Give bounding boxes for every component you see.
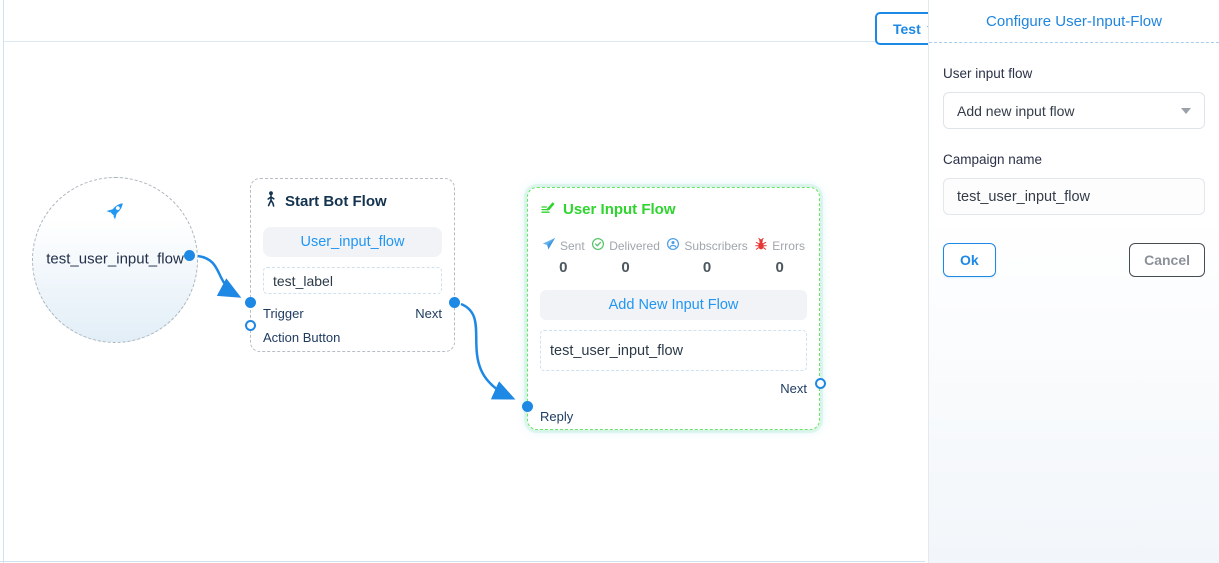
panel-separator <box>929 42 1219 43</box>
trigger-port-label: Trigger <box>263 306 304 321</box>
action-button-port-label: Action Button <box>263 330 341 345</box>
reply-in-port[interactable] <box>522 401 533 412</box>
person-circle-icon <box>666 237 680 254</box>
stat-sent: Sent 0 <box>542 237 585 276</box>
stat-errors: Errors 0 <box>754 237 805 276</box>
campaign-name-field-label: Campaign name <box>943 152 1043 167</box>
stat-sent-value: 0 <box>559 259 568 276</box>
rocket-icon <box>100 196 130 231</box>
trigger-campaign-label: test_user_input_flow <box>46 250 184 268</box>
start-bot-flow-title: Start Bot Flow <box>285 193 387 210</box>
stat-subscribers: Subscribers 0 <box>666 237 748 276</box>
stats-row: Sent 0 Delivered 0 <box>540 237 807 276</box>
next-port-label: Next <box>415 306 442 321</box>
edge-next-reply-arrow <box>460 302 516 400</box>
stat-delivered-value: 0 <box>621 259 630 276</box>
paper-plane-icon <box>542 237 556 254</box>
cancel-button[interactable]: Cancel <box>1129 243 1205 277</box>
ok-button[interactable]: Ok <box>943 243 996 277</box>
reply-port-label: Reply <box>540 409 574 424</box>
canvas-border-bottom <box>0 561 925 562</box>
user-input-flow-icon <box>540 199 556 219</box>
stat-subscribers-value: 0 <box>702 259 712 276</box>
next-out-port[interactable] <box>449 297 460 308</box>
select-caret-icon <box>1181 107 1191 114</box>
trigger-in-port[interactable] <box>245 297 256 308</box>
test-button-label: Test <box>893 20 921 37</box>
edge-trigger-arrow <box>197 254 242 298</box>
uif-next-out-port[interactable] <box>815 378 826 389</box>
stat-delivered: Delivered 0 <box>591 237 660 276</box>
add-new-input-flow-button[interactable]: Add New Input Flow <box>540 290 807 320</box>
trigger-campaign-node[interactable]: test_user_input_flow <box>32 177 198 343</box>
stat-subscribers-label: Subscribers <box>684 238 748 253</box>
bug-icon <box>754 237 768 254</box>
start-bot-flow-node[interactable]: Start Bot Flow User_input_flow test_labe… <box>245 178 460 352</box>
stat-sent-label: Sent <box>560 238 585 253</box>
configure-panel: Configure User-Input-Flow User input flo… <box>928 0 1219 563</box>
stat-errors-label: Errors <box>772 238 805 253</box>
trigger-campaign-out-port[interactable] <box>184 250 195 261</box>
stat-errors-value: 0 <box>775 259 784 276</box>
user-input-flow-select-value: Add new input flow <box>957 102 1075 119</box>
stat-delivered-label: Delivered <box>609 238 660 253</box>
user-input-flow-name-input[interactable]: test_user_input_flow <box>540 330 807 371</box>
canvas-border-left <box>3 0 4 563</box>
user-input-flow-node[interactable]: User Input Flow Sent 0 <box>522 187 826 430</box>
user-input-flow-field-label: User input flow <box>943 66 1033 81</box>
walking-person-icon <box>263 191 278 212</box>
canvas-border-top <box>4 41 925 42</box>
user-input-flow-title: User Input Flow <box>563 200 676 218</box>
selected-flow-button[interactable]: User_input_flow <box>263 227 442 257</box>
action-button-port[interactable] <box>245 320 256 331</box>
bot-label-input[interactable]: test_label <box>263 267 442 294</box>
uif-next-port-label: Next <box>780 381 807 396</box>
panel-title: Configure User-Input-Flow <box>986 13 1162 30</box>
check-circle-icon <box>591 237 605 254</box>
user-input-flow-select[interactable]: Add new input flow <box>943 92 1205 129</box>
campaign-name-input[interactable] <box>943 178 1205 215</box>
